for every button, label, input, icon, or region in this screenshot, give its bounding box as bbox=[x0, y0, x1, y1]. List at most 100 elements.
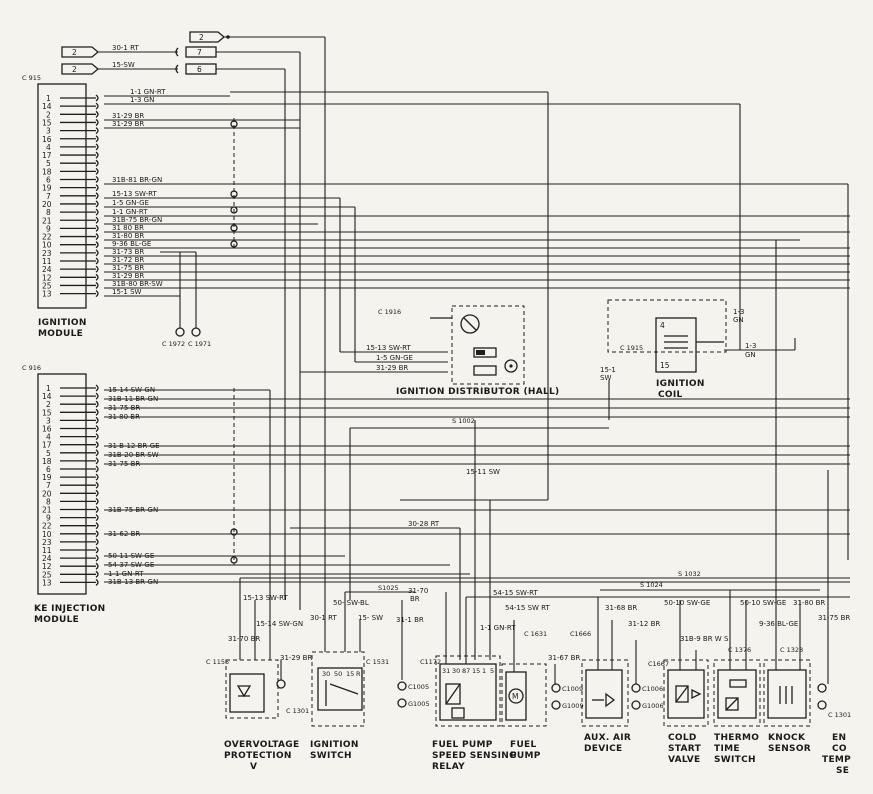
component-name: SWITCH bbox=[714, 755, 756, 765]
wire-label: 1-1 GN-RT bbox=[130, 88, 166, 96]
coil-wire-left-2: SW bbox=[600, 374, 611, 382]
module-pin: 1 bbox=[46, 94, 51, 103]
module-pin-connector bbox=[95, 546, 99, 554]
svg-text:M: M bbox=[512, 692, 518, 701]
aux-air-device: 31-68 BR C1666 31-12 BR C1006 G1006 AUX.… bbox=[570, 597, 664, 754]
coil-name: IGNITION bbox=[656, 379, 705, 389]
ignition-module-name-2: MODULE bbox=[38, 329, 83, 339]
component-name: TIME bbox=[714, 744, 740, 754]
fuel-pump-relay: C1172 1-1 GN-RT 31 30 87 15 1 5 FUEL PUM… bbox=[420, 592, 516, 772]
module-pin: 14 bbox=[42, 392, 52, 401]
module-pin: 25 bbox=[42, 570, 52, 579]
wire-label: 31-72 BR bbox=[112, 256, 144, 264]
module-pin-connector bbox=[95, 175, 99, 184]
module-pin-connector bbox=[95, 249, 99, 257]
module-pin: 8 bbox=[46, 208, 51, 217]
module-pin: 21 bbox=[42, 506, 52, 515]
module-pin-connector bbox=[95, 400, 99, 408]
distributor-wire: 1-5 GN-GE bbox=[376, 354, 413, 362]
module-pin-connector bbox=[95, 514, 99, 522]
component-name: DEVICE bbox=[584, 744, 623, 754]
component-ref: C 1301 bbox=[828, 711, 851, 719]
misc-ref-1971: C 1971 bbox=[188, 340, 211, 348]
component-ground: C1006 bbox=[642, 685, 663, 693]
distributor-wire: 15-13 SW-RT bbox=[366, 344, 412, 352]
top-flag-label: 2 bbox=[199, 33, 204, 42]
module-pin-connector bbox=[95, 457, 99, 465]
module-pin: 2 bbox=[46, 110, 51, 119]
component-wire: 31-67 BR bbox=[548, 654, 580, 662]
component-wire: 31-68 BR bbox=[605, 604, 637, 612]
module-pin-connector bbox=[95, 449, 99, 457]
module-pin-connector bbox=[95, 473, 99, 481]
module-pin-connector bbox=[95, 94, 99, 102]
module-pin: 3 bbox=[46, 127, 51, 136]
module-pin: 23 bbox=[42, 538, 52, 547]
module-pin: 10 bbox=[42, 530, 52, 539]
component-name: THERMO bbox=[714, 733, 759, 743]
splice-s1025: S1025 bbox=[378, 584, 399, 592]
splice-w54-15: 54-15 SW-RT bbox=[493, 589, 539, 597]
module-pin: 2 bbox=[46, 400, 51, 409]
wire-label: 31 80 BR bbox=[112, 224, 144, 232]
module-pin: 18 bbox=[42, 167, 52, 176]
module-pin-connector bbox=[95, 522, 99, 530]
component-name: IGNITION bbox=[310, 740, 359, 750]
component-wire: 31-75 BR bbox=[818, 614, 850, 622]
component-name: VALVE bbox=[668, 755, 700, 765]
top-conn-1-right: 7 bbox=[197, 48, 202, 57]
splice-s1002: S 1002 bbox=[452, 417, 475, 425]
component-ref: C 1376 bbox=[728, 646, 751, 654]
ignition-module-ref: C 915 bbox=[22, 74, 41, 82]
ignition-wires: C 1972 C 1971 bbox=[104, 91, 850, 500]
wire-label: 31-80 BR bbox=[112, 232, 144, 240]
module-pin-connector bbox=[95, 570, 99, 578]
ignition-module-name-1: IGNITION bbox=[38, 318, 87, 328]
component-wire: 30-1 RT bbox=[310, 614, 337, 622]
top-conn-1-left: 2 bbox=[72, 48, 77, 57]
component-ground: C1005 bbox=[408, 683, 429, 691]
cold-start-valve: 50-10 SW-GE 31B-9 BR W S C1667 COLD STAR… bbox=[648, 599, 729, 765]
module-pin: 9 bbox=[46, 514, 51, 523]
ke-module-ref: C 916 bbox=[22, 364, 41, 372]
ignition-coil: C 1915 4 15 1-3 GN 1-3 GN 15-1 SW IGNITI… bbox=[600, 299, 796, 420]
module-pin: 20 bbox=[42, 489, 52, 498]
top-conn-2-wire: 15-SW bbox=[112, 61, 135, 69]
module-pin-connector bbox=[95, 265, 99, 273]
coil-wire-left: 15-1 bbox=[600, 366, 616, 374]
component-name: AUX. AIR bbox=[584, 733, 631, 743]
module-pin-connector bbox=[95, 127, 99, 135]
component-ref: C 1328 bbox=[780, 646, 803, 654]
knock-sensor: 9-36 BL-GE 31-80 BR C 1328 KNOCK SENSOR bbox=[759, 240, 825, 754]
distributor-wire: 31-29 BR bbox=[376, 364, 408, 372]
wire-label: 31-29 BR bbox=[112, 120, 144, 128]
component-name: CO bbox=[832, 744, 847, 754]
ignition-module: C 915 1142153164175186197208219221023112… bbox=[22, 74, 99, 339]
module-pin: 25 bbox=[42, 281, 52, 290]
coil-name-2: COIL bbox=[658, 390, 683, 400]
wire-label: 15-13 SW-RT bbox=[112, 190, 158, 198]
module-pin-connector bbox=[95, 233, 99, 241]
ke-wires bbox=[104, 388, 850, 640]
coil-ref: C 1915 bbox=[620, 344, 643, 352]
component-name: SENSOR bbox=[768, 744, 811, 754]
module-pin-connector bbox=[95, 481, 99, 489]
module-pin: 3 bbox=[46, 416, 51, 425]
component-pin: 31 bbox=[442, 667, 450, 675]
component-ref: C1172 bbox=[420, 658, 441, 666]
component-pin: 5 bbox=[490, 667, 494, 675]
module-pin: 10 bbox=[42, 241, 52, 250]
module-pin: 5 bbox=[46, 159, 51, 168]
component-pin: 30 bbox=[322, 670, 330, 678]
splice-s1032: S 1032 bbox=[678, 570, 701, 578]
module-pin-connector bbox=[95, 497, 99, 505]
module-pin-connector bbox=[95, 416, 99, 424]
module-pin: 7 bbox=[46, 481, 51, 490]
module-pin: 15 bbox=[42, 408, 52, 417]
module-pin: 22 bbox=[42, 233, 52, 242]
wire-label: 31-73 BR bbox=[112, 248, 144, 256]
component-ground: G1009 bbox=[562, 702, 584, 710]
module-pin-connector bbox=[95, 281, 99, 289]
component-name: RELAY bbox=[432, 762, 465, 772]
module-pin-connector bbox=[95, 102, 99, 110]
